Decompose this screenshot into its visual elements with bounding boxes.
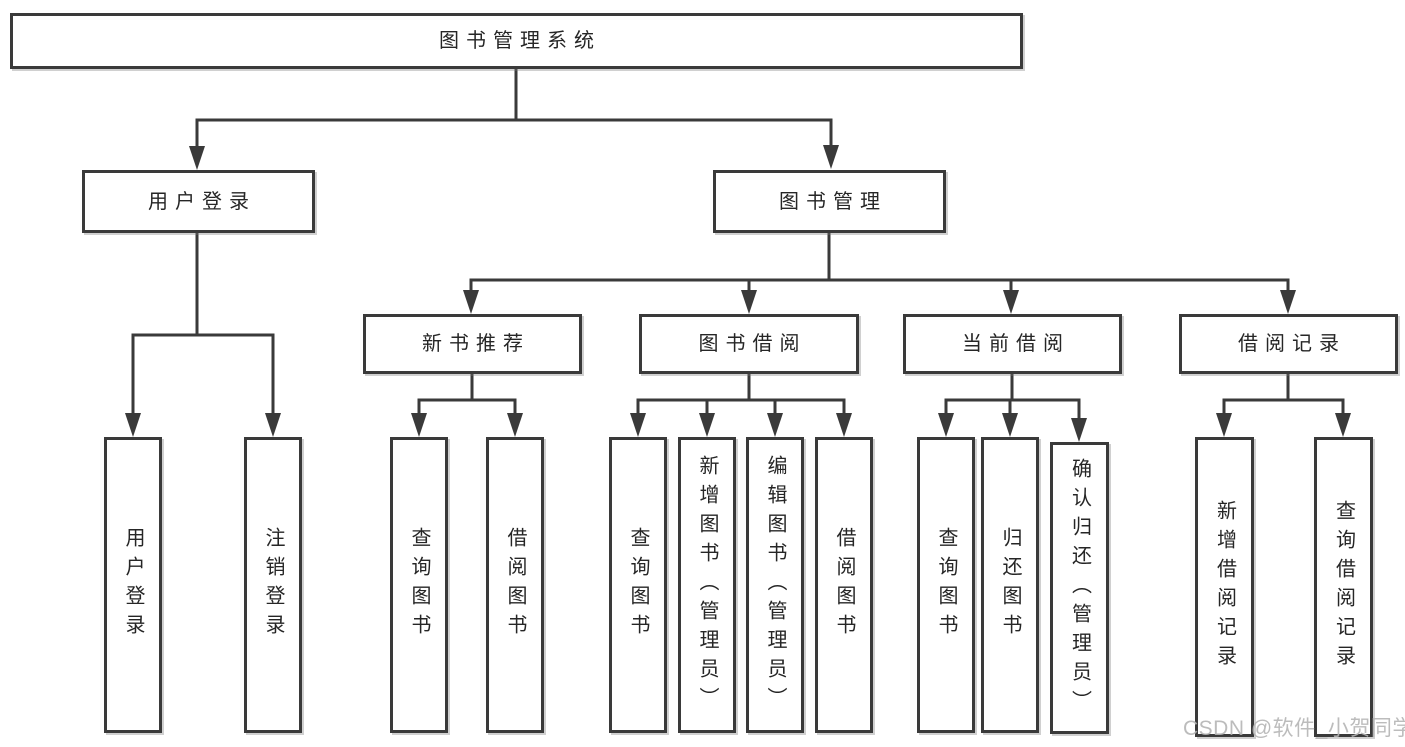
- leaf-add-borrow-record: 新增借阅记录: [1195, 437, 1254, 737]
- node-label: 归还图书: [999, 527, 1021, 643]
- node-label: 借阅图书: [504, 527, 526, 643]
- connector-new-book-to-leaves: [417, 374, 517, 416]
- arrowhead: [1335, 413, 1351, 437]
- connector-root-to-level2: [195, 69, 833, 150]
- leaf-borrow-books-recommend: 借阅图书: [486, 437, 544, 733]
- node-label: 查询图书: [627, 527, 649, 643]
- arrowhead: [630, 413, 646, 437]
- node-label: 查询借阅记录: [1332, 500, 1355, 674]
- connector-book-mgmt-to-level3: [469, 233, 1290, 294]
- arrowhead: [767, 413, 783, 437]
- node-label: 用户登录: [148, 190, 256, 213]
- node-label: 新增借阅记录: [1213, 500, 1236, 674]
- node-label: 新书推荐: [422, 333, 530, 355]
- leaf-confirm-return-admin: 确认归还（管理员）: [1050, 442, 1109, 734]
- leaf-query-borrow-record: 查询借阅记录: [1314, 437, 1373, 737]
- connector-book-borrow-to-leaves: [636, 374, 846, 415]
- node-current-borrow: 当前借阅: [903, 314, 1122, 374]
- leaf-add-book-admin: 新增图书（管理员）: [678, 437, 736, 733]
- connector-records-to-leaves: [1222, 374, 1345, 416]
- node-label: 借阅图书: [833, 527, 855, 643]
- node-borrow-records: 借阅记录: [1179, 314, 1398, 374]
- node-root: 图书管理系统: [10, 13, 1023, 69]
- node-new-book-recommend: 新书推荐: [363, 314, 582, 374]
- leaf-query-books-borrow: 查询图书: [609, 437, 667, 733]
- arrowhead: [411, 413, 427, 437]
- arrowhead: [463, 290, 479, 314]
- arrowhead: [1003, 290, 1019, 314]
- watermark: CSDN @软件_小贺同学: [1183, 717, 1405, 740]
- arrowhead: [741, 290, 757, 314]
- arrowhead: [265, 413, 281, 437]
- node-label: 编辑图书（管理员）: [764, 454, 786, 716]
- node-user-login: 用户登录: [82, 170, 315, 233]
- arrowhead: [1216, 413, 1232, 437]
- node-label: 查询图书: [408, 527, 430, 643]
- arrowhead: [1280, 290, 1296, 314]
- node-label: 图书管理: [779, 190, 887, 213]
- node-label: 图书管理系统: [439, 30, 601, 52]
- arrowhead: [836, 413, 852, 437]
- leaf-query-books-recommend: 查询图书: [390, 437, 448, 733]
- node-label: 注销登录: [262, 527, 284, 643]
- node-book-borrow: 图书借阅: [639, 314, 859, 374]
- leaf-query-books-current: 查询图书: [917, 437, 975, 733]
- arrowhead: [823, 145, 839, 169]
- node-label: 确认归还（管理员）: [1068, 457, 1091, 719]
- connector-user-login-to-leaves: [131, 232, 275, 415]
- arrowhead: [1002, 413, 1018, 437]
- arrowhead: [699, 413, 715, 437]
- arrowhead: [938, 413, 954, 437]
- node-label: 借阅记录: [1238, 333, 1346, 355]
- leaf-return-book: 归还图书: [981, 437, 1039, 733]
- node-label: 当前借阅: [962, 333, 1070, 355]
- leaf-borrow-books-borrow: 借阅图书: [815, 437, 873, 733]
- node-book-management: 图书管理: [713, 170, 946, 233]
- node-label: 图书借阅: [698, 333, 807, 355]
- arrowhead: [125, 413, 141, 437]
- node-label: 新增图书（管理员）: [696, 454, 718, 716]
- node-label: 用户登录: [122, 527, 144, 643]
- arrowhead: [1071, 418, 1087, 442]
- node-label: 查询图书: [935, 527, 957, 643]
- leaf-logout: 注销登录: [244, 437, 302, 733]
- arrowhead: [507, 413, 523, 437]
- arrowhead: [189, 146, 205, 170]
- leaf-edit-book-admin: 编辑图书（管理员）: [746, 437, 804, 733]
- leaf-user-login: 用户登录: [104, 437, 162, 733]
